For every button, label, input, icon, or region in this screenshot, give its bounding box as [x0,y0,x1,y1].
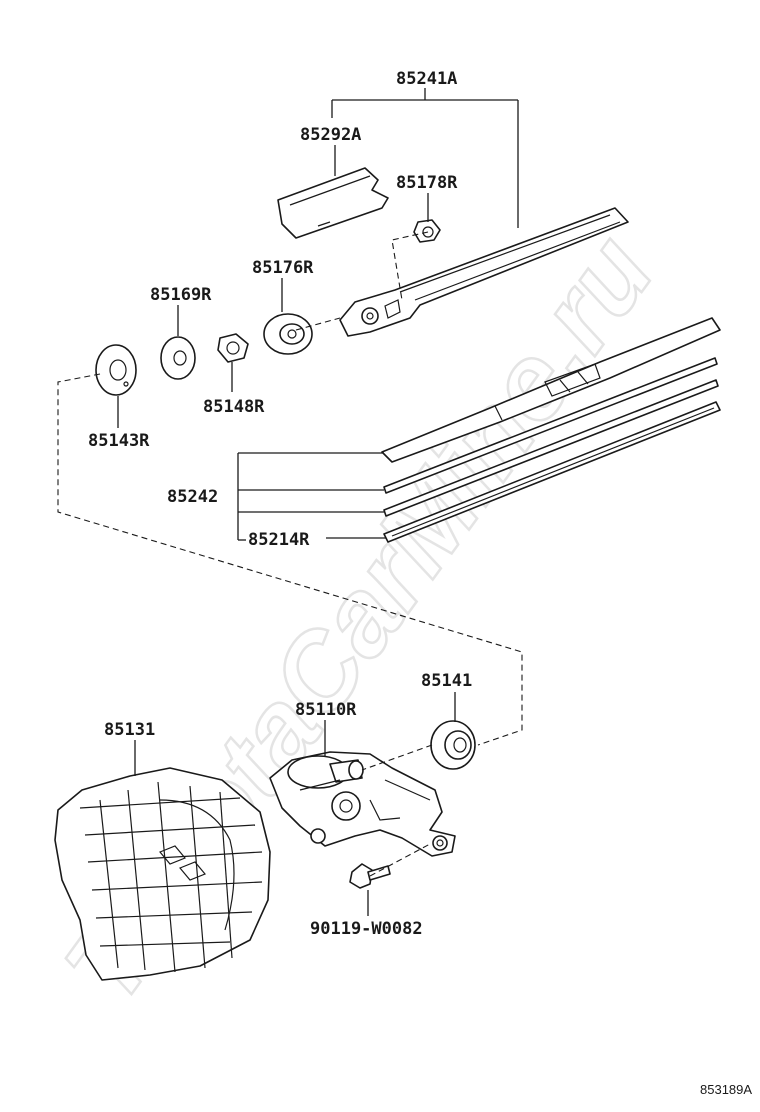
leader-lines [117,88,519,916]
wiper-motor[interactable] [269,751,456,857]
reference-code: 853189A [700,1082,752,1097]
blade-strips[interactable] [383,357,719,517]
pivot-seal[interactable] [263,313,313,355]
bolt[interactable] [349,863,391,889]
label-85241A[interactable]: 85241A [396,69,457,89]
wiper-blade[interactable] [381,317,721,463]
part-labels: 85241A 85292A 85178R 85176R 85169R 85148… [88,69,472,939]
motor-cover[interactable] [54,767,271,981]
label-85110R[interactable]: 85110R [295,700,357,720]
cushion[interactable] [95,344,137,396]
arm-cap-nut[interactable] [413,219,441,243]
nut[interactable] [217,333,249,363]
label-85141[interactable]: 85141 [421,671,472,691]
label-85214R[interactable]: 85214R [248,530,310,550]
label-90119-W0082[interactable]: 90119-W0082 [310,919,423,939]
washer[interactable] [160,336,196,380]
motor-seal[interactable] [430,720,476,770]
label-85131[interactable]: 85131 [104,720,155,740]
label-85176R[interactable]: 85176R [252,258,314,278]
label-85143R[interactable]: 85143R [88,431,150,451]
dashed-guides [57,231,523,877]
label-85169R[interactable]: 85169R [150,285,212,305]
label-85178R[interactable]: 85178R [396,173,458,193]
wiper-rubber[interactable] [383,401,721,543]
label-85242[interactable]: 85242 [167,487,218,507]
arm-cover[interactable] [277,167,389,239]
wiper-arm[interactable] [339,207,629,337]
label-85148R[interactable]: 85148R [203,397,265,417]
label-85292A[interactable]: 85292A [300,125,361,145]
